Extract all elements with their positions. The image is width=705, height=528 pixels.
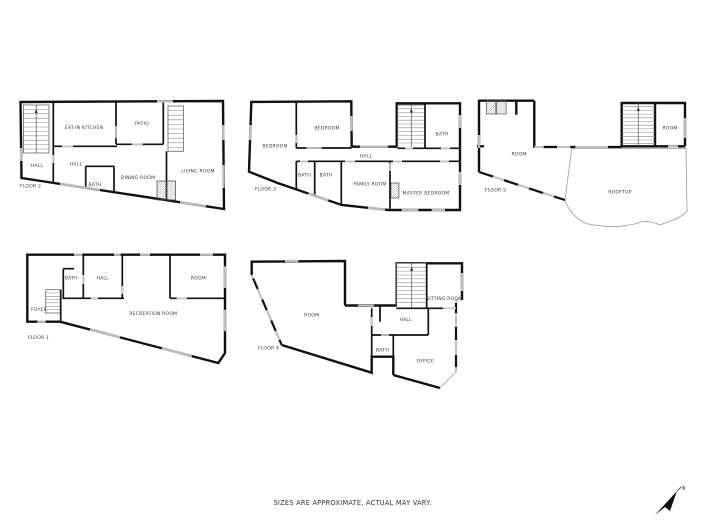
room-label-room: ROOM <box>662 126 677 132</box>
room-label-hall: HALL <box>31 163 44 169</box>
room-label-dining: DINING ROOM <box>121 175 156 181</box>
room-label-patio: PATIO <box>135 121 149 127</box>
fireplace <box>390 182 400 199</box>
rooftop-outline <box>564 147 688 228</box>
room-label-room: ROOM <box>304 313 319 319</box>
floor-label: FLOOR 3 <box>255 187 276 193</box>
room-label-room: ROOM <box>511 152 526 158</box>
room-label-hall: HALL <box>360 154 373 160</box>
floor-label: FLOOR 2 <box>20 184 41 190</box>
room-label-office: OFFICE <box>417 359 434 365</box>
room-label-room: ROOM <box>191 276 206 282</box>
north-compass-icon: N <box>655 485 686 515</box>
floor-1-plan: BATH HALL ROOM FOYER RECREATION ROOM FLO… <box>26 253 227 365</box>
room-label-foyer: FOYER <box>31 307 47 313</box>
room-label-master: MASTER BEDROOM <box>403 191 450 197</box>
floor-label: FLOOR 4 <box>258 346 279 352</box>
room-label-bedroom: BEDROOM <box>262 144 287 150</box>
room-label-kitchen: EAT-IN KITCHEN <box>65 125 103 131</box>
floor-2-plan: EAT-IN KITCHEN PATIO HALL HALL BATH DINI… <box>19 99 226 211</box>
floor-4-plan: ROOM SITTING ROOM HALL BATH OFFICE FLOOR… <box>250 259 464 390</box>
fireplace <box>165 180 176 201</box>
staircase <box>167 105 184 152</box>
room-label-rooftop: ROOFTOP <box>608 190 631 196</box>
north-label: N <box>680 485 686 492</box>
room-label-recreation: RECREATION ROOM <box>129 311 177 317</box>
room-label-bedroom: BEDROOM <box>314 126 339 132</box>
room-label-bath: BATH <box>320 173 333 179</box>
room-label-bath: BATH <box>65 276 78 282</box>
floor-5-plan: ROOM ROOM ROOFTOP FLOOR 5 <box>477 99 688 228</box>
appliance <box>485 100 497 115</box>
room-label-bath: BATH <box>89 182 102 188</box>
room-label-family: FAMILY ROOM <box>353 182 386 188</box>
floor-label: FLOOR 1 <box>28 335 49 341</box>
room-label-hall: HALL <box>399 317 412 323</box>
floor-label: FLOOR 5 <box>485 188 506 194</box>
fireplace <box>156 180 167 201</box>
room-label-bath: BATH <box>436 132 449 138</box>
disclaimer-text: SIZES ARE APPROXIMATE, ACTUAL MAY VARY. <box>273 499 432 507</box>
room-label-bath: BATH <box>298 173 311 179</box>
room-label-bath: BATH <box>376 348 389 354</box>
room-label-living: LIVING ROOM <box>181 169 214 175</box>
appliance <box>496 100 507 115</box>
room-label-hall: HALL <box>96 276 109 282</box>
room-label-sitting: SITTING ROOM <box>426 296 462 302</box>
floor-3-plan: BEDROOM BEDROOM BATH HALL BATH BATH FAMI… <box>247 100 462 212</box>
room-label-hall: HALL <box>70 162 83 168</box>
